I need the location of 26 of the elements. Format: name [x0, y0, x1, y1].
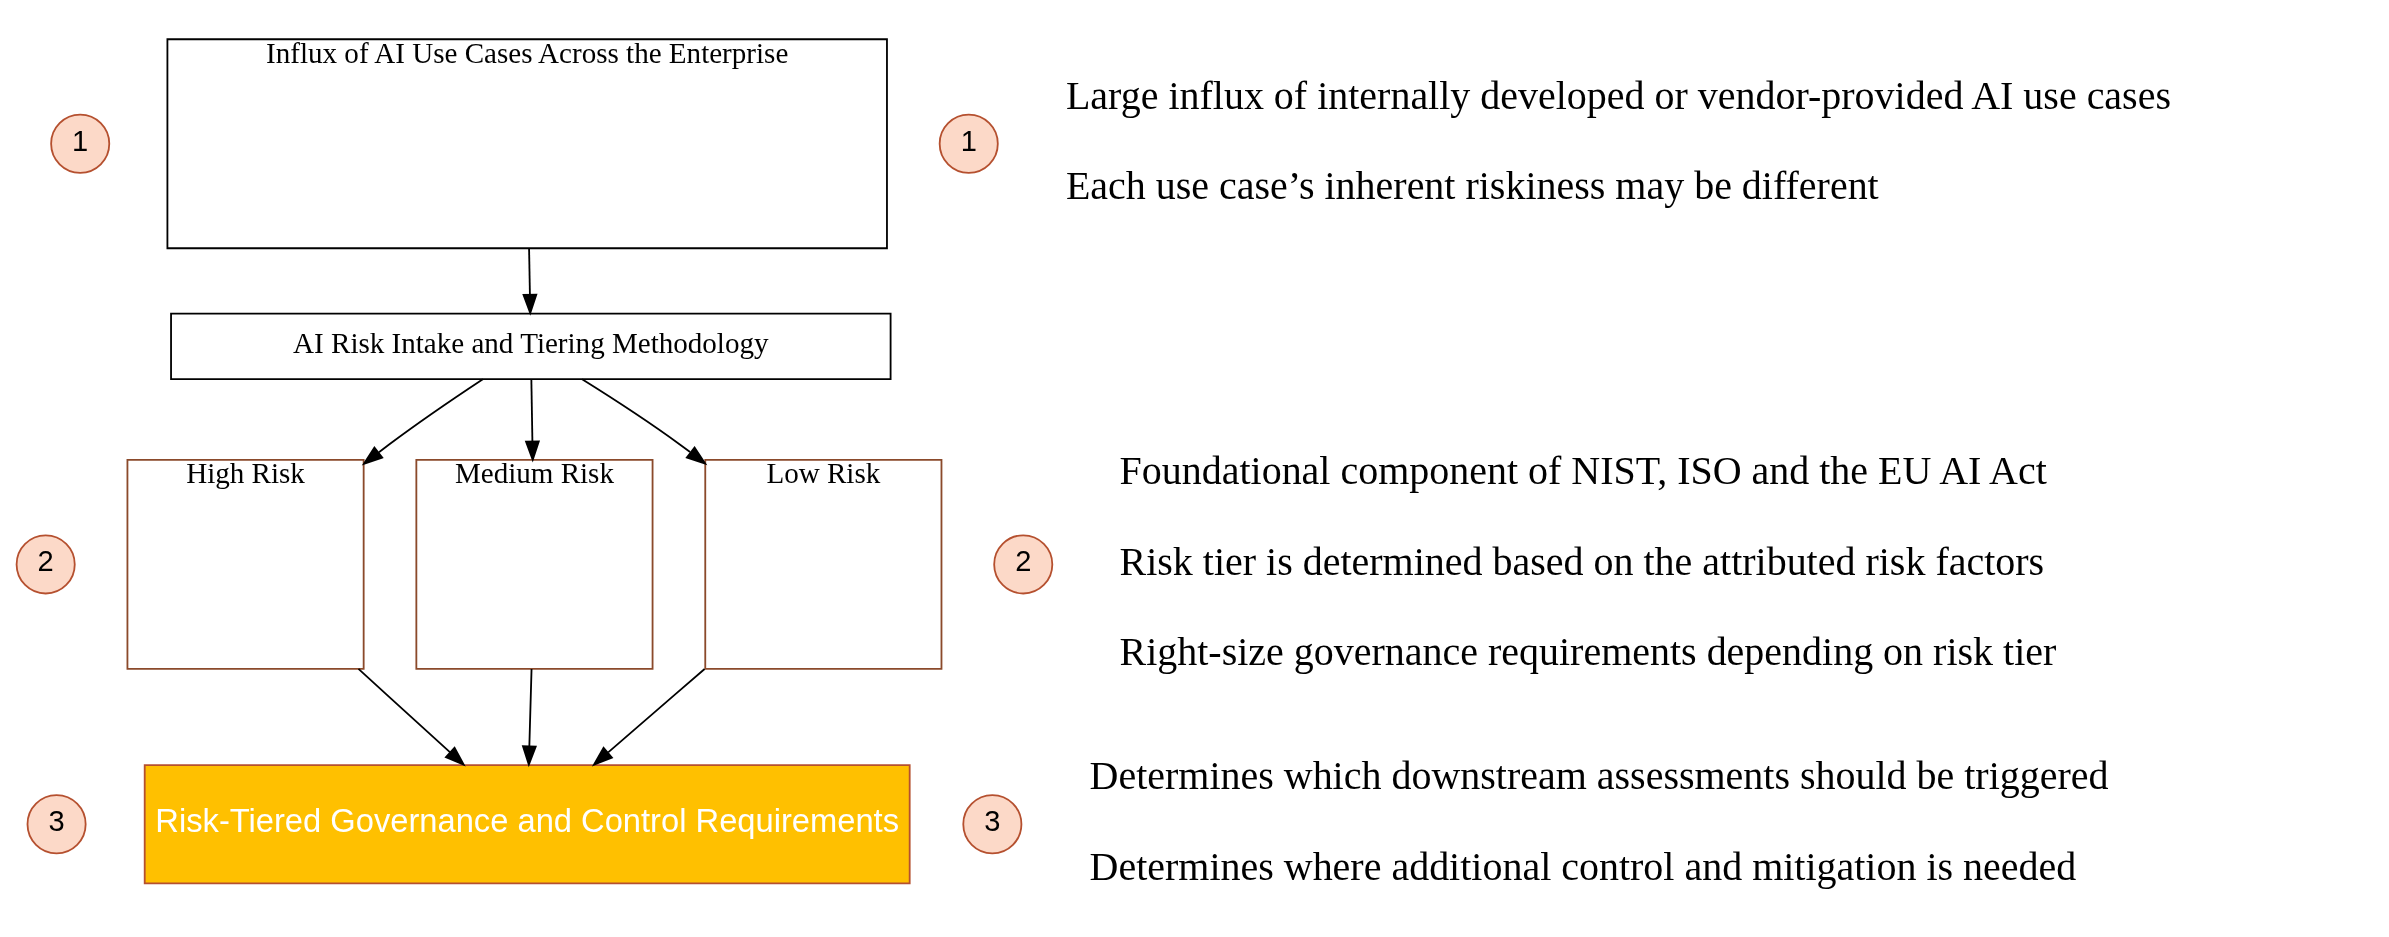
arrow	[357, 667, 466, 766]
node-label: Each use case’s inherent riskiness may be different	[1065, 162, 1879, 208]
node-circle: 1	[50, 113, 111, 174]
node-circle: 2	[993, 533, 1054, 594]
node-label: Determines which downstream assessments should be triggered	[1089, 752, 2109, 798]
node-label: Risk tier is determined based on the attributed risk factors	[1119, 538, 2045, 584]
arrow	[524, 377, 541, 462]
node-box: AI Risk Intake and Tiering Methodology	[170, 312, 892, 380]
node-box: Medium Risk	[415, 458, 654, 670]
node-circle: 3	[962, 793, 1023, 854]
arrow	[361, 377, 484, 465]
node-label: Foundational component of NIST, ISO and the EU AI Act	[1119, 447, 2047, 493]
node-label: Large influx of internally developed or vendor-provided AI use cases	[1065, 72, 2171, 117]
node-label: Determines where additional control and mitigation is needed	[1089, 843, 2077, 889]
arrow	[522, 247, 538, 316]
arrow	[521, 667, 537, 767]
node-box: Low Risk	[704, 458, 943, 670]
node-circle: 2	[15, 533, 76, 594]
arrow	[591, 667, 706, 766]
node-box: High Risk	[126, 458, 365, 670]
node-circle: 1	[938, 113, 999, 174]
arrow	[581, 377, 708, 465]
node-circle: 3	[26, 793, 87, 854]
node-box: Risk-Tiered Governance and Control Requirements	[143, 763, 911, 884]
node-label: Right-size governance requirements depending on risk tier	[1119, 628, 2057, 674]
node-box: Influx of AI Use Cases Across the Enterprise	[166, 37, 888, 249]
